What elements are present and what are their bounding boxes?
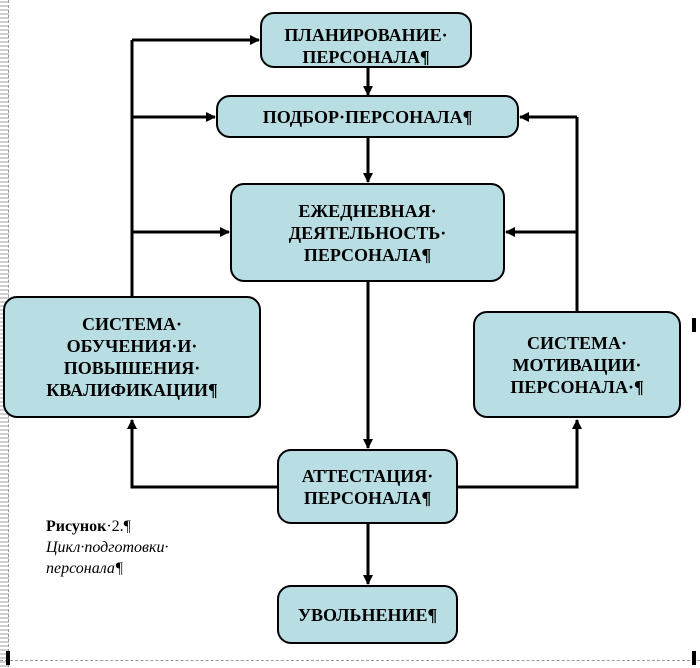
caption-label: Рисунок	[46, 518, 107, 535]
figure-caption: Рисунок·2.¶ Цикл·подготовки· персонала¶	[46, 516, 168, 579]
paragraph-marker-right	[692, 318, 696, 332]
caption-number: ·2.¶	[106, 518, 131, 535]
caption-title-line2: персонала¶	[46, 560, 124, 577]
line-attestation-to-training	[127, 419, 277, 489]
node-dismissal: УВОЛЬНЕНИЕ¶	[277, 585, 458, 644]
node-attestation: АТТЕСТАЦИЯ· ПЕРСОНАЛА¶	[277, 449, 458, 524]
page-margin-bottom	[0, 660, 700, 668]
node-planning: ПЛАНИРОВАНИЕ· ПЕРСОНАЛА¶	[260, 12, 472, 68]
node-motivation-system: СИСТЕМА· МОТИВАЦИИ· ПЕРСОНАЛА·¶	[473, 311, 681, 418]
node-training-system: СИСТЕМА· ОБУЧЕНИЯ·И· ПОВЫШЕНИЯ· КВАЛИФИК…	[3, 296, 261, 418]
node-selection: ПОДБОР·ПЕРСОНАЛА¶	[216, 95, 519, 138]
paragraph-marker-bottom-left	[6, 651, 10, 665]
paragraph-marker-bottom-right	[692, 651, 696, 665]
caption-title-line1: Цикл·подготовки·	[46, 539, 169, 556]
line-attestation-to-motivation	[458, 419, 582, 489]
node-daily-activity: ЕЖЕДНЕВНАЯ· ДЕЯТЕЛЬНОСТЬ· ПЕРСОНАЛА¶	[230, 183, 505, 282]
